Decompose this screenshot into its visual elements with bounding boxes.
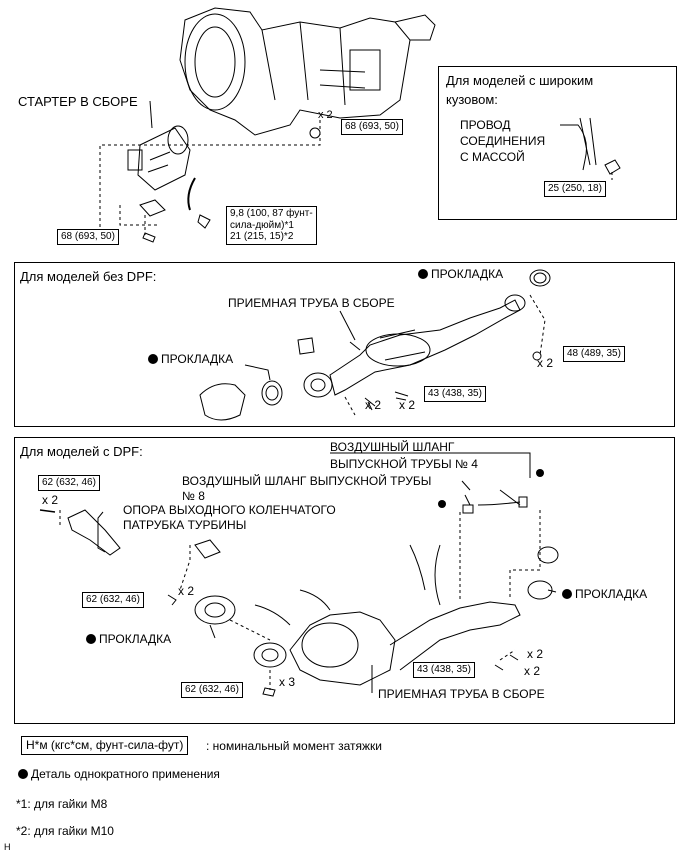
dpf-front-pipe-label: ПРИЕМНАЯ ТРУБА В СБОРЕ [378, 687, 545, 701]
quantity-x2-no-dpf-a: x 2 [365, 398, 382, 412]
no-dpf-front-pipe-label: ПРИЕМНАЯ ТРУБА В СБОРЕ [228, 296, 395, 310]
no-dpf-title: Для моделей без DPF: [20, 269, 157, 284]
torque-no-dpf-right: 48 (489, 35) [563, 346, 625, 362]
starter-drawing [127, 125, 191, 191]
air-hose-4-line2: ВЫПУСКНОЙ ТРУБЫ № 4 [330, 457, 478, 471]
torque-dpf-mid: 62 (632, 46) [82, 592, 144, 608]
single-use-dots [438, 469, 544, 508]
wide-body-title-line2: кузовом: [446, 92, 498, 107]
front-pipe-no-dpf-drawing [199, 269, 551, 421]
quantity-x2-dpf-br-a: x 2 [527, 647, 544, 661]
quantity-x2-dpf-top-left: x 2 [42, 493, 59, 507]
single-use-dot-icon [86, 634, 96, 644]
starter-bracket [139, 199, 166, 217]
torque-dpf-bottom-right: 43 (438, 35) [413, 662, 475, 678]
single-use-dot-icon [148, 354, 158, 364]
no-dpf-gasket-top: ПРОКЛАДКА [418, 267, 503, 281]
torque-bracket-line1: 9,8 (100, 87 фунт- [230, 208, 313, 219]
torque-dpf-bottom-left: 62 (632, 46) [181, 682, 243, 698]
ground-wire-line3: С МАССОЙ [460, 150, 525, 164]
torque-starter-top: 68 (693, 50) [341, 119, 403, 135]
quantity-x2-no-dpf-b: x 2 [399, 398, 416, 412]
torque-bracket-line3: 21 (215, 15)*2 [230, 231, 294, 242]
wide-body-title-line1: Для моделей с широким [446, 73, 594, 88]
front-pipe-dpf-drawing [67, 489, 559, 686]
torque-ground-wire: 25 (250, 18) [544, 181, 606, 197]
single-use-dot-icon [562, 589, 572, 599]
turbine-support-line2: ПАТРУБКА ТУРБИНЫ [123, 518, 247, 532]
single-use-dot-icon [18, 769, 28, 779]
legend-unit-box: Н*м (кгс*см, фунт-сила-фут) [21, 736, 189, 755]
transmission-drawing [179, 7, 436, 136]
quantity-x2-top: x 2 [318, 109, 333, 121]
turbine-support-line1: ОПОРА ВЫХОДНОГО КОЛЕНЧАТОГО [123, 503, 336, 517]
quantity-x2-no-dpf-right: x 2 [537, 356, 554, 370]
dpf-panel [14, 437, 675, 724]
no-dpf-gasket-left-label: ПРОКЛАДКА [161, 352, 234, 366]
legend-single-use-label: Деталь однократного применения [31, 767, 220, 781]
torque-bracket-line2: сила-дюйм)*1 [230, 219, 294, 231]
corner-mark: H [4, 842, 11, 852]
dpf-gasket-left: ПРОКЛАДКА [86, 632, 171, 646]
legend-single-use: Деталь однократного применения [18, 767, 220, 781]
air-hose-4-line1: ВОЗДУШНЫЙ ШЛАНГ [330, 440, 455, 454]
no-dpf-gasket-left: ПРОКЛАДКА [148, 352, 233, 366]
quantity-x3-dpf: x 3 [279, 675, 296, 689]
torque-bracket-nut: 9,8 (100, 87 фунт- сила-дюйм)*1 21 (215,… [226, 206, 317, 245]
dpf-gasket-right-label: ПРОКЛАДКА [575, 587, 648, 601]
air-hose-8-line1: ВОЗДУШНЫЙ ШЛАНГ ВЫПУСКНОЙ ТРУБЫ [182, 474, 432, 488]
no-dpf-gasket-top-label: ПРОКЛАДКА [431, 267, 504, 281]
ground-wire-line1: ПРОВОД [460, 118, 511, 132]
single-use-dot-icon [418, 269, 428, 279]
dpf-gasket-right: ПРОКЛАДКА [562, 587, 647, 601]
wide-body-panel [438, 66, 677, 220]
torque-starter-bottom: 68 (693, 50) [57, 229, 119, 245]
starter-label: СТАРТЕР В СБОРЕ [18, 94, 138, 109]
torque-no-dpf-bottom: 43 (438, 35) [424, 386, 486, 402]
footnote-1: *1: для гайки M8 [16, 797, 108, 811]
air-hose-8-line2: № 8 [182, 489, 205, 503]
quantity-x2-dpf-mid: x 2 [178, 584, 195, 598]
footnote-2: *2: для гайки M10 [16, 824, 114, 838]
torque-dpf-top-left: 62 (632, 46) [38, 475, 100, 491]
quantity-x2-dpf-br-b: x 2 [524, 664, 541, 678]
dpf-title: Для моделей с DPF: [20, 444, 143, 459]
no-dpf-panel [14, 262, 675, 427]
legend-unit-desc: : номинальный момент затяжки [206, 739, 382, 753]
ground-wire-line2: СОЕДИНЕНИЯ [460, 134, 546, 148]
ground-wire-drawing [560, 124, 587, 171]
dpf-gasket-left-label: ПРОКЛАДКА [99, 632, 172, 646]
